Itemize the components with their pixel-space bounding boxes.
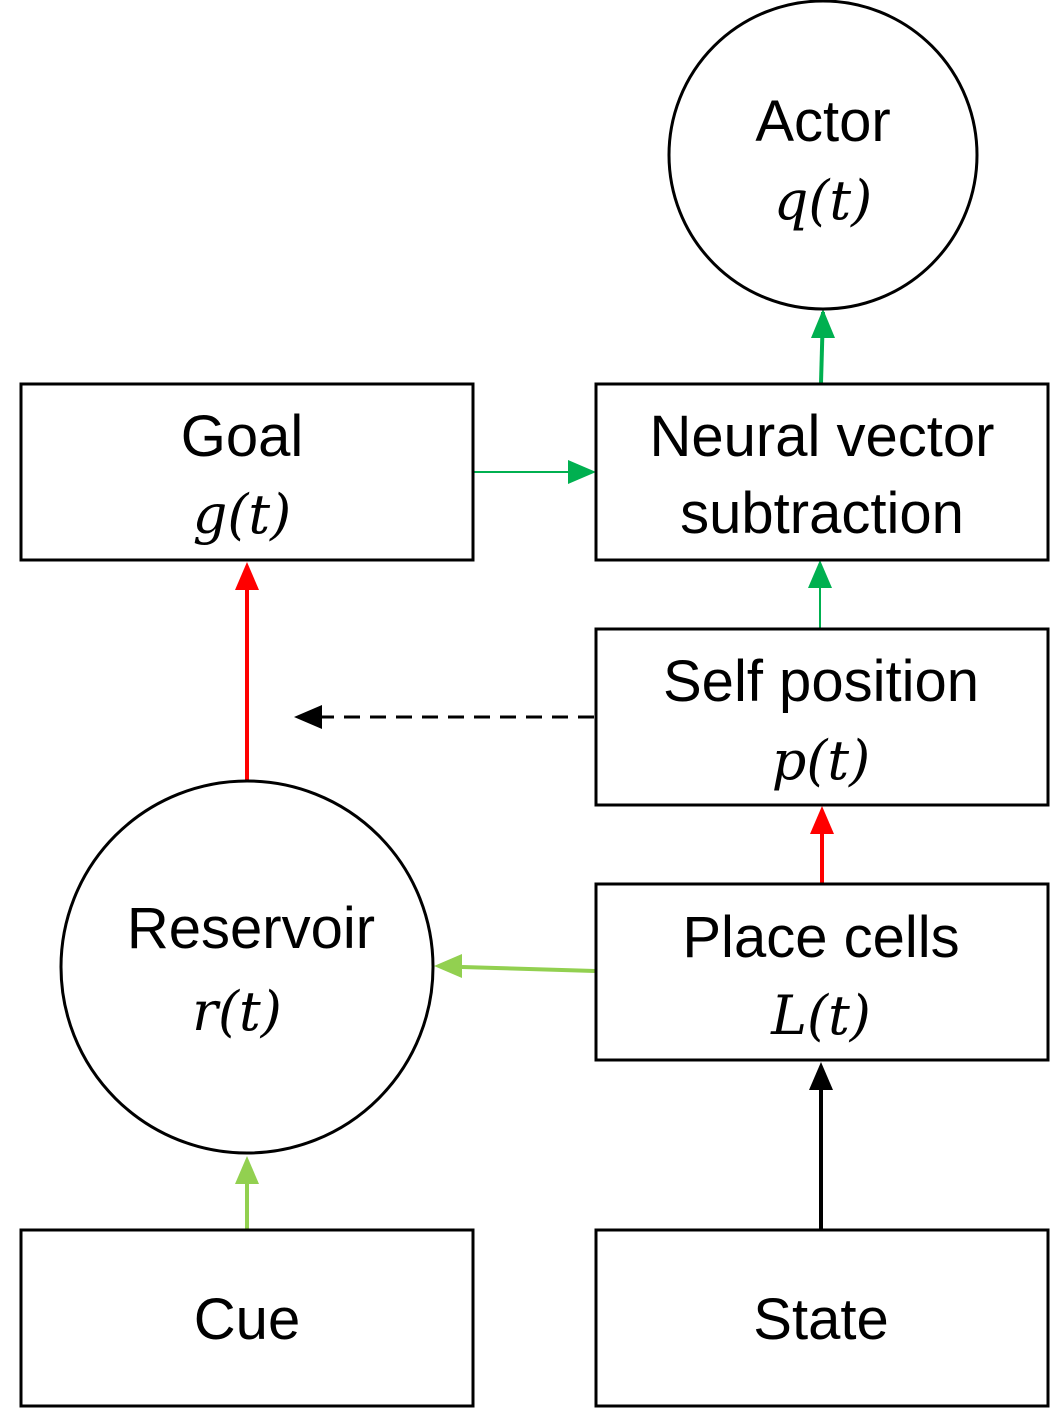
nvs-label-line2: subtraction	[680, 481, 964, 546]
goal-var: g(t)	[193, 483, 291, 546]
node-cue: Cue	[19, 1228, 475, 1408]
state-label: State	[753, 1287, 888, 1352]
node-actor: Actor q(t)	[667, 0, 979, 311]
node-self-position: Self position p(t)	[594, 627, 1050, 807]
actor-var: q(t)	[774, 169, 872, 232]
place-cells-var: L(t)	[770, 984, 871, 1047]
place-cells-label: Place cells	[682, 905, 959, 970]
edge-selfpos-to-nvs	[808, 560, 832, 628]
node-goal: Goal g(t)	[19, 382, 475, 562]
edge-goal-to-nvs	[474, 460, 596, 484]
edge-placecells-to-selfpos	[810, 806, 834, 883]
reservoir-var: r(t)	[192, 980, 282, 1043]
edge-cue-to-reservoir	[235, 1156, 259, 1229]
edge-selfpos-dashed-feedback	[294, 705, 594, 729]
edge-reservoir-to-goal	[235, 562, 259, 780]
node-reservoir: Reservoir r(t)	[59, 779, 435, 1155]
nvs-label-line1: Neural vector	[650, 404, 995, 469]
node-place-cells: Place cells L(t)	[594, 882, 1050, 1062]
edge-placecells-to-reservoir	[434, 954, 596, 978]
edge-state-to-placecells	[809, 1062, 833, 1229]
cue-label: Cue	[194, 1287, 300, 1352]
self-position-var: p(t)	[772, 729, 870, 792]
goal-label: Goal	[181, 404, 304, 469]
actor-label: Actor	[755, 89, 890, 154]
node-state: State	[594, 1228, 1050, 1408]
self-position-label: Self position	[663, 649, 979, 714]
reservoir-label: Reservoir	[127, 896, 375, 961]
edge-nvs-to-actor	[811, 309, 835, 384]
node-neural-vector-subtraction: Neural vector subtraction	[594, 382, 1050, 562]
